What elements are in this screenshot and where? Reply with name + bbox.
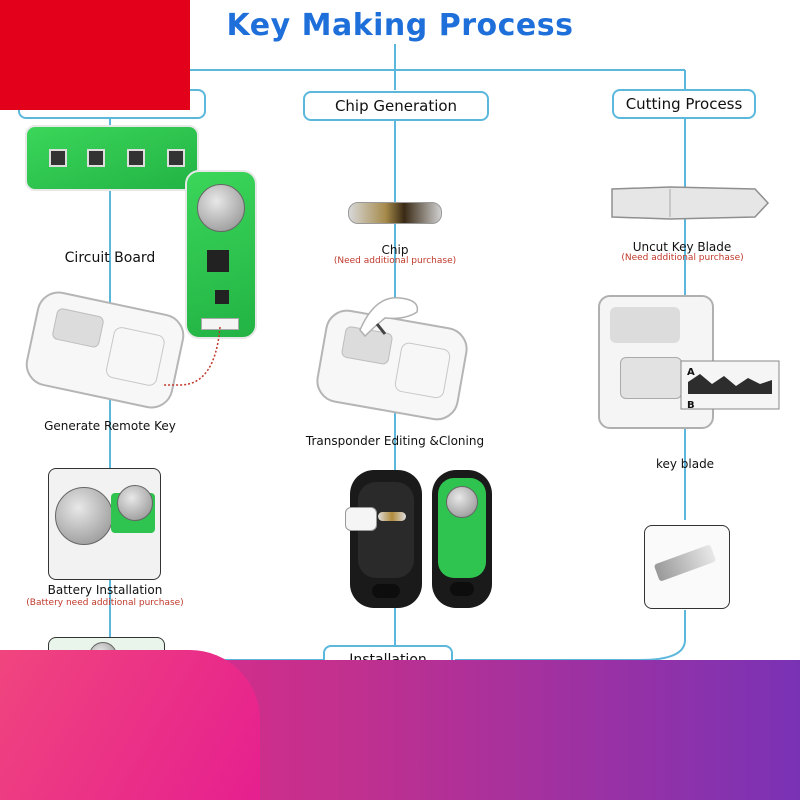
uncut-key-blade-image: [611, 186, 770, 220]
transponder-editing-label: Transponder Editing &Cloning: [305, 434, 485, 448]
header-chip-generation: Chip Generation: [303, 91, 489, 121]
generate-remote-key-label: Generate Remote Key: [44, 419, 176, 433]
circuit-board-image: [25, 125, 199, 191]
battery-installation-image: [48, 468, 161, 580]
chip-in-fob: [378, 512, 406, 521]
uncut-key-blade-label: Uncut Key Blade: [632, 240, 732, 254]
battery-note: (Battery need additional purchase): [26, 598, 184, 608]
key-cut-pattern: [680, 360, 780, 410]
circuit-board-back-image: [185, 170, 257, 339]
marker-a: A: [687, 367, 695, 378]
circuit-board-label: Circuit Board: [64, 250, 156, 266]
red-overlay-block: [0, 0, 190, 110]
page-title: Key Making Process: [226, 8, 574, 43]
chip-label: Chip: [381, 243, 409, 257]
key-blade-label: key blade: [655, 457, 715, 471]
bottom-left-decoration: [0, 650, 260, 800]
hand-inserting-chip-icon: [359, 297, 419, 338]
header-cutting-process: Cutting Process: [612, 89, 756, 119]
connection-cable: [162, 326, 221, 386]
pointing-hand-icon: [345, 507, 377, 531]
remote-fob-back-image: [350, 470, 422, 608]
transponder-chip-image: [348, 202, 442, 224]
battery-installation-label: Battery Installation: [47, 583, 163, 597]
marker-b: B: [687, 400, 695, 411]
cut-key-blade-image: [644, 525, 730, 609]
remote-fob-open-image: [432, 470, 492, 608]
chip-note: (Need additional purchase): [333, 256, 457, 266]
uncut-blade-note: (Need additional purchase): [621, 253, 744, 263]
